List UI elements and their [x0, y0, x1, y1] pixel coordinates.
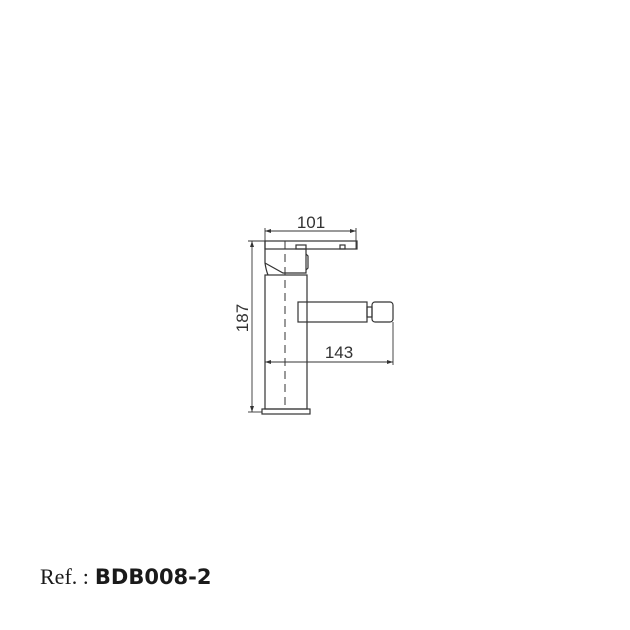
reference: Ref. :BDB008-2	[40, 564, 212, 590]
handle-lever	[264, 240, 358, 276]
aerator	[371, 301, 394, 323]
faucet-base	[261, 408, 311, 415]
spout	[297, 301, 368, 323]
dimension-label-height: 187	[233, 304, 252, 332]
spout-connector	[366, 306, 373, 318]
faucet-body	[264, 274, 308, 410]
dimension-label-reach: 143	[325, 343, 353, 362]
reference-label: Ref. :	[40, 564, 89, 589]
dimension-label-width: 101	[297, 213, 325, 232]
reference-code: BDB008-2	[94, 565, 212, 589]
